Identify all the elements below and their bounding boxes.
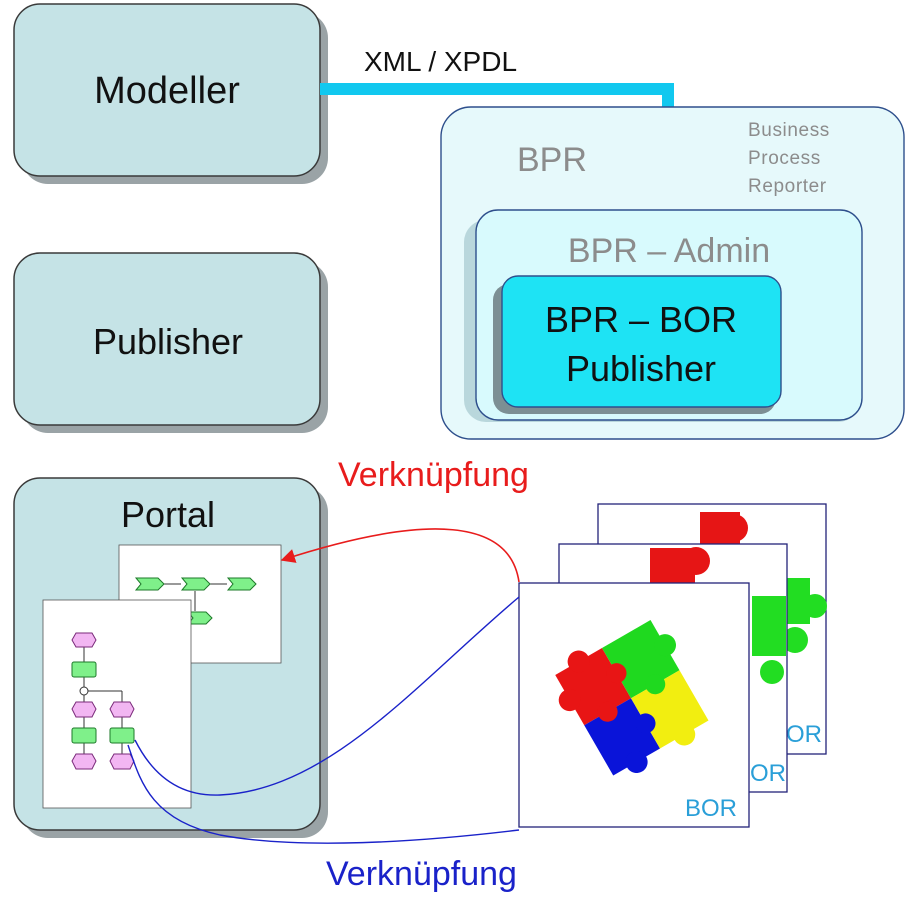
portal-label: Portal (121, 494, 215, 535)
blue-link-curves (127, 596, 520, 844)
bpr-full-name-line2: Process (748, 148, 821, 169)
bpr-full-name-line1: Business (748, 120, 830, 141)
portal-flowchart-page (42, 599, 192, 809)
bpr-admin-label: BPR – Admin (568, 232, 770, 270)
bor-publisher-line1: BPR – BOR (545, 299, 737, 340)
bor-page-front: BOR (518, 582, 750, 828)
bor-middle-label: OR (750, 760, 786, 787)
publisher-label: Publisher (93, 321, 243, 362)
modeller-label: Modeller (94, 70, 240, 112)
bpr-bor-publisher-box[interactable]: BPR – BOR Publisher (493, 275, 782, 414)
puzzle-icon (555, 620, 709, 776)
bpr-full-name-line3: Reporter (748, 176, 827, 197)
bpr-title: BPR (517, 141, 587, 179)
bor-back-label: OR (786, 721, 822, 748)
process-chain-icon (134, 577, 257, 625)
modeller-box[interactable]: Modeller (13, 3, 328, 184)
red-link-label: Verknüpfung (338, 456, 529, 494)
flowchart-icon (71, 632, 135, 770)
bor-publisher-line2: Publisher (566, 348, 716, 389)
xml-flow-label: XML / XPDL (364, 46, 517, 77)
bor-front-label: BOR (685, 795, 737, 822)
puzzle-icon-middle (650, 547, 786, 684)
publisher-box[interactable]: Publisher (13, 252, 328, 433)
red-link-arrow (280, 528, 520, 583)
blue-link-label: Verknüpfung (326, 855, 517, 893)
